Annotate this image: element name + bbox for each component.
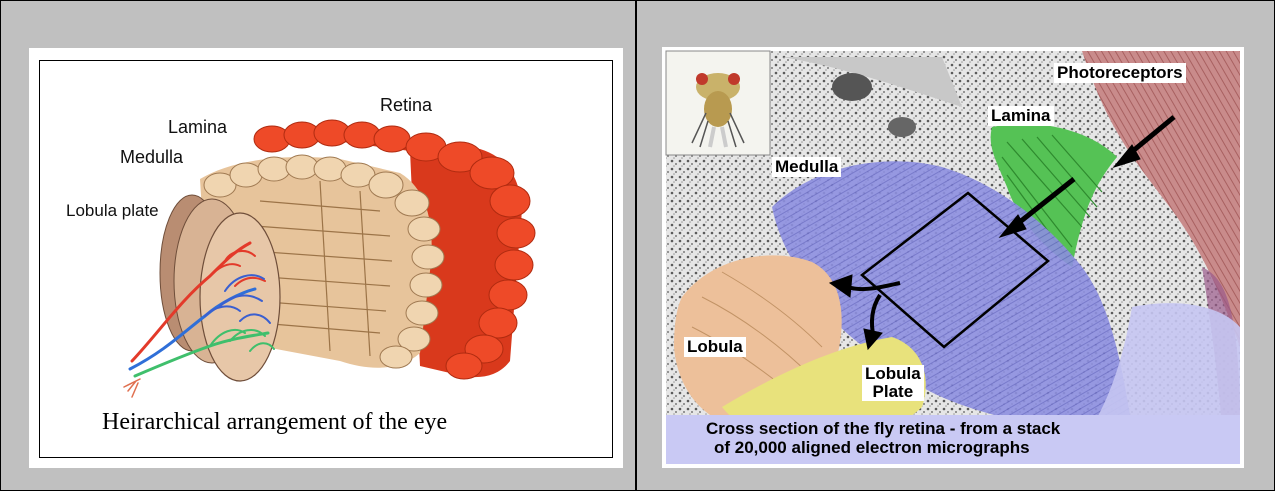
retina-label: Retina	[380, 95, 432, 116]
lobula-plate-label: Lobula plate	[66, 201, 159, 221]
lobula-plate-label-right: Lobula Plate	[862, 365, 924, 401]
right-caption-line1: Cross section of the fly retina - from a…	[706, 419, 1060, 438]
fly-retina-cross-section	[662, 47, 1244, 468]
eye-layers-illustration	[40, 61, 612, 457]
lobula-label-right: Lobula	[684, 337, 746, 357]
medulla-label-right: Medulla	[772, 157, 841, 177]
eye-arrangement-figure: Retina Lamina Medulla Lobula plate Heira…	[39, 60, 613, 458]
fly-inset	[666, 51, 770, 155]
left-caption: Heirarchical arrangement of the eye	[102, 409, 447, 436]
medulla-label: Medulla	[120, 147, 183, 168]
lobula-plate-line2: Plate	[865, 383, 921, 401]
right-figure-panel: Photoreceptors Lamina Medulla Lobula Lob…	[662, 47, 1244, 468]
lamina-label: Lamina	[168, 117, 227, 138]
right-caption-line2: of 20,000 aligned electron micrographs	[714, 438, 1030, 457]
lobula-plate-line1: Lobula	[865, 365, 921, 383]
left-figure-panel: Retina Lamina Medulla Lobula plate Heira…	[29, 48, 623, 468]
lamina-label-right: Lamina	[988, 106, 1054, 126]
photoreceptors-label: Photoreceptors	[1054, 63, 1186, 83]
panel-divider	[635, 0, 637, 491]
